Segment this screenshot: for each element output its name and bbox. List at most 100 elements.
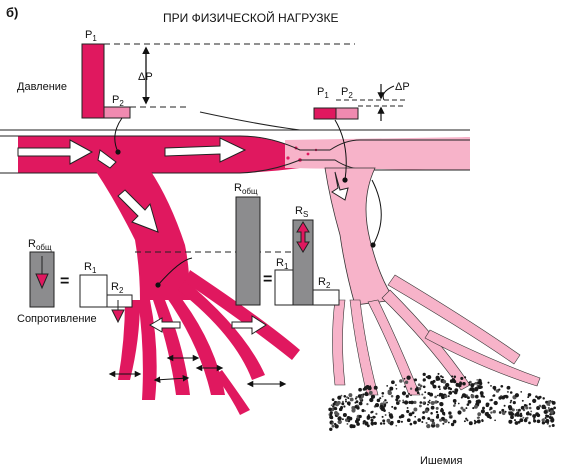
ischemia-speckle [549,410,554,414]
ischemia-speckle [343,405,346,408]
ischemia-speckle [451,375,454,378]
ischemia-speckle [329,427,333,431]
ischemia-speckle [440,393,444,397]
ischemia-speckle [380,407,383,410]
ischemia-speckle [427,417,431,421]
ischemia-speckle [430,400,435,406]
ischemia-speckle [477,385,482,390]
ischemia-speckle [399,379,403,383]
left-p2-bar [103,106,131,119]
ischemia-speckle [530,410,533,413]
ischemia-speckle [479,391,484,396]
ischemia-speckle [519,418,524,423]
ischemia-speckle [547,408,550,410]
ischemia-speckle [426,374,432,380]
ischemia-speckle [473,422,476,425]
ischemia-speckle [448,390,453,395]
ischemia-speckle [470,394,475,399]
ischemia-speckle [419,401,423,404]
ischemia-speckle [548,416,552,419]
ischemia-speckle [449,379,454,383]
ischemia-speckle [406,409,410,414]
ischemia-speckle [366,415,371,420]
ischemia-speckle [528,406,532,410]
ischemia-speckle [468,383,471,386]
ischemia-speckle [340,405,343,409]
ischemia-speckle [476,416,479,419]
left-r2-decrease-arrow [111,300,125,324]
ischemia-speckle [409,422,413,426]
ischemia-speckle [414,387,419,392]
ischemia-speckle [351,408,356,413]
ischemia-speckle [528,421,531,425]
ischemia-speckle [440,407,444,411]
ischemia-speckle [343,394,347,398]
ischemia-speckle [541,405,545,409]
left-equals-sign: = [60,273,69,290]
ischemia-speckle [477,400,481,404]
ischemia-speckle [470,383,475,388]
ischemia-speckle [527,396,530,399]
ischemia-speckle [470,387,475,391]
ischemia-speckle [500,395,502,397]
ischemia-speckle [337,395,342,400]
ischemia-speckle [422,401,425,404]
left-pressure-gauge: ΔP P1 P2 Давление [17,29,355,119]
ischemia-speckle [490,398,493,402]
ischemia-speckle [510,415,514,420]
healthy-sub-branch-2 [138,300,157,400]
ischemia-speckle [427,403,429,406]
ischemia-speckle [381,395,384,398]
ischemia-speckle [536,413,541,418]
ischemia-speckle [465,417,468,420]
ischemia-speckle [550,417,555,422]
ischemia-speckle [351,424,356,429]
ischemia-speckle [508,406,513,411]
ischemia-speckle [354,397,357,400]
ischemia-speckle [356,406,360,410]
ischemia-speckle [431,421,436,426]
left-r2-bar [106,294,133,308]
right-p1-label: P1 [317,86,329,100]
ischemia-speckle [361,409,365,413]
ischemia-speckle [427,400,430,404]
healthy-trunk [95,170,190,300]
right-pressure-gauge: ΔP P1 P2 [313,81,410,121]
ischemia-speckle [369,397,374,403]
ischemia-speckle [551,423,555,428]
ischemia-speckle [370,418,374,422]
ischemic-zone [328,372,556,431]
ischemia-speckle [341,402,345,406]
ischemia-speckle [370,421,375,426]
ischemia-speckle [544,421,547,423]
ischemia-speckle [333,407,336,410]
ischemia-speckle [445,382,450,388]
ischemia-speckle [439,388,441,390]
ischemia-speckle [337,416,342,421]
ischemia-speckle [452,380,455,383]
ischemia-speckle [343,414,346,417]
ischemia-speckle [435,377,440,381]
ischemia-speckle [551,400,554,403]
pressure-label: Давление [17,81,67,93]
ischemia-speckle [425,376,428,378]
ischemia-speckle [466,419,469,422]
ischemia-speckle [483,395,485,398]
left-r1-label: R1 [84,261,97,275]
ischemia-speckle [546,402,550,406]
ischemia-speckle [382,422,386,425]
flow-arrow-branch [117,189,159,233]
right-rs-updown-arrow [296,221,310,253]
ischemia-speckle [525,411,530,416]
ischemia-speckle [376,398,381,403]
ischemia-speckle [346,401,351,406]
ischemia-speckle [436,394,439,397]
ischemia-speckle [542,397,545,400]
ischemia-speckle [448,411,452,415]
ischemia-speckle [464,376,467,379]
ischemia-speckle [444,394,448,399]
ischemia-speckle [462,382,465,385]
ischemia-speckle [417,387,422,391]
ischemia-speckle [403,377,406,380]
ischemia-speckle [476,419,481,424]
